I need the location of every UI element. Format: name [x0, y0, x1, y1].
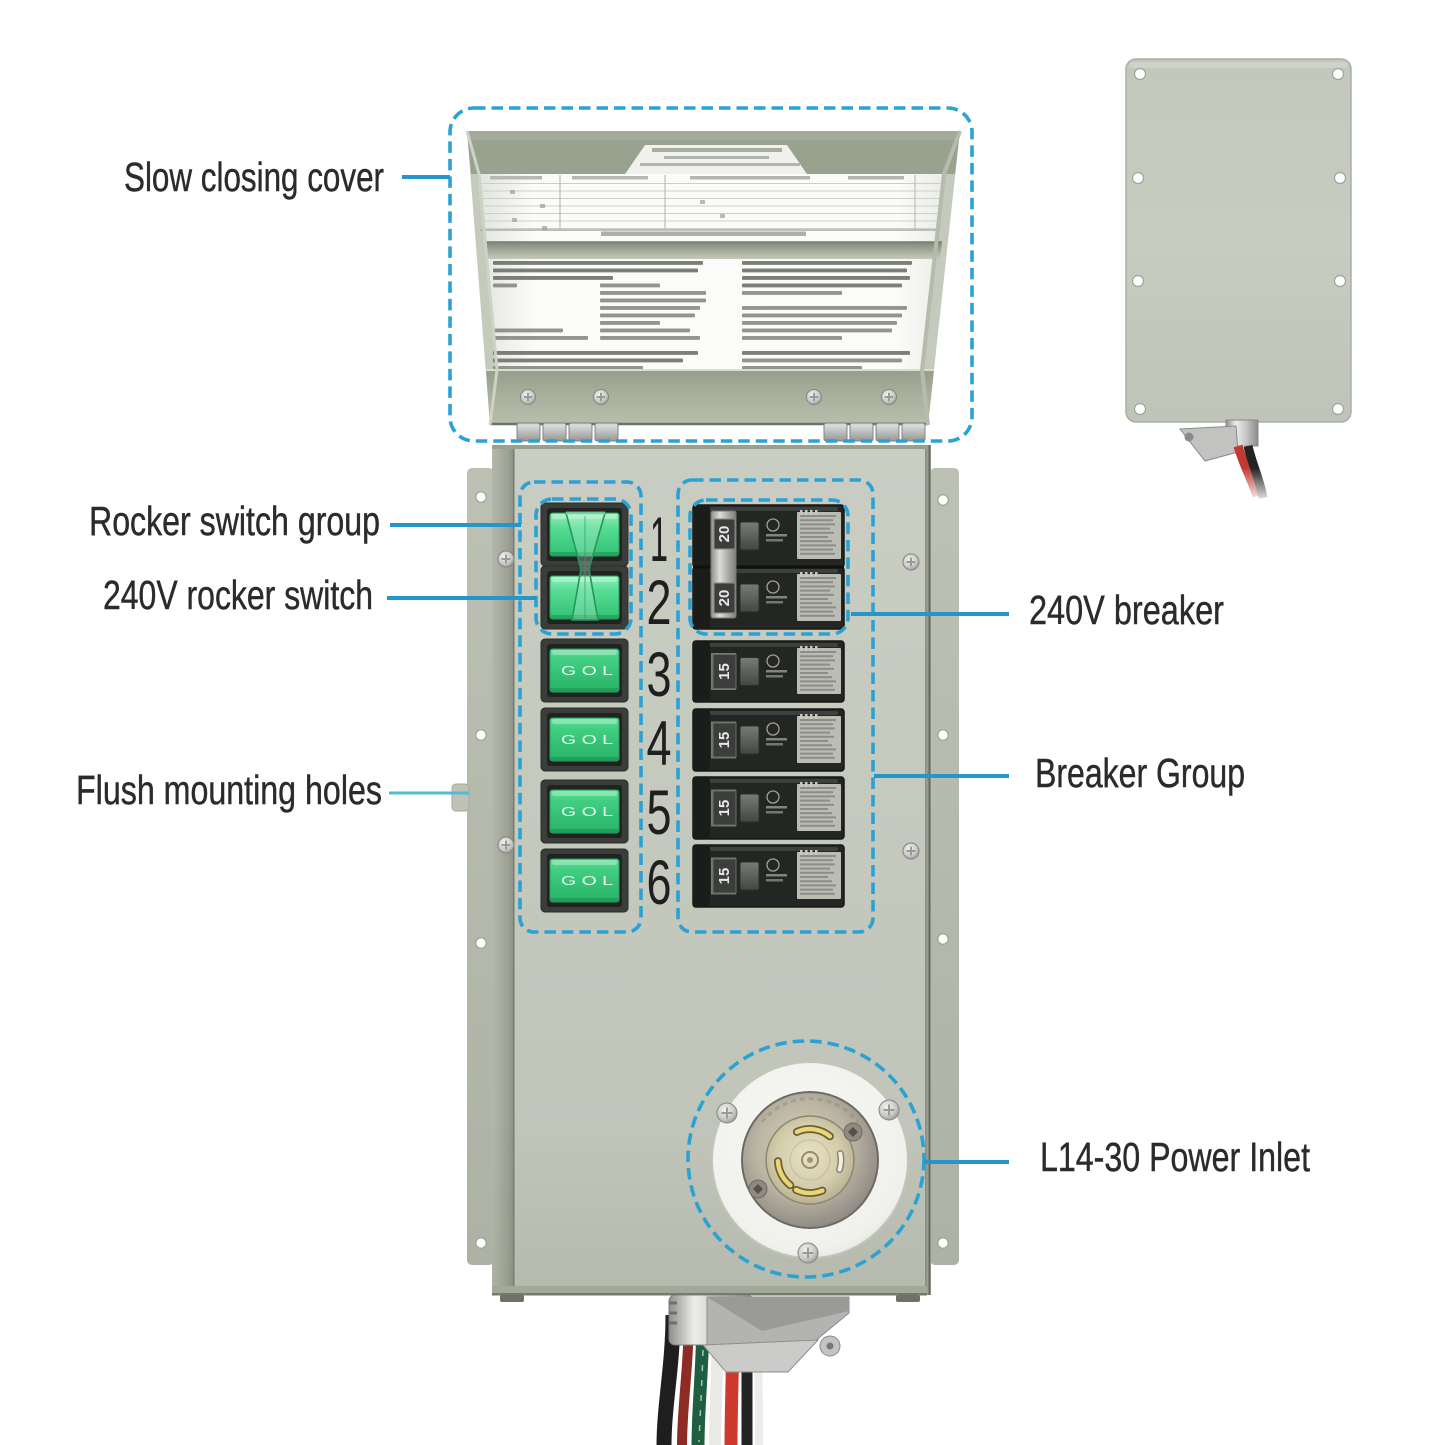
- svg-text:20: 20: [716, 590, 733, 607]
- svg-text:L14-30 Power Inlet: L14-30 Power Inlet: [1040, 1134, 1310, 1180]
- svg-text:G O L: G O L: [561, 805, 613, 819]
- svg-text:5: 5: [647, 778, 672, 848]
- svg-text:15: 15: [716, 663, 733, 680]
- svg-text:15: 15: [716, 800, 733, 817]
- svg-text:6: 6: [647, 848, 672, 918]
- svg-text:3: 3: [647, 640, 672, 710]
- svg-text:240V breaker: 240V breaker: [1029, 587, 1224, 633]
- svg-text:20: 20: [716, 526, 733, 543]
- svg-text:G O L: G O L: [561, 874, 613, 888]
- svg-text:15: 15: [716, 732, 733, 749]
- svg-text:4: 4: [647, 709, 672, 779]
- svg-text:Flush mounting holes: Flush mounting holes: [76, 767, 382, 813]
- svg-text:G O L: G O L: [561, 664, 613, 678]
- svg-text:2: 2: [647, 568, 672, 638]
- svg-text:15: 15: [716, 868, 733, 885]
- svg-text:Slow closing cover: Slow closing cover: [124, 154, 384, 200]
- svg-text:Rocker switch group: Rocker switch group: [89, 498, 380, 544]
- svg-text:1: 1: [650, 505, 668, 575]
- svg-text:Breaker Group: Breaker Group: [1035, 750, 1245, 796]
- svg-text:G O L: G O L: [561, 733, 613, 747]
- svg-text:240V rocker switch: 240V rocker switch: [103, 572, 373, 618]
